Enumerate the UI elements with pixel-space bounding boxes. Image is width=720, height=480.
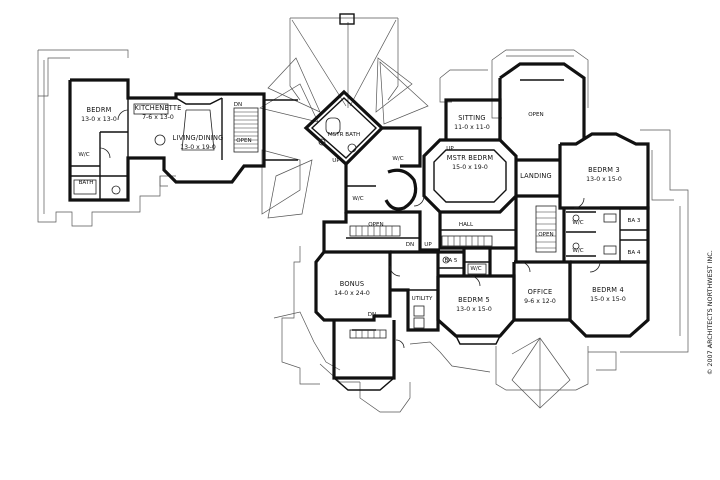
room-bedroom5-dims: 13-0 x 15-0 bbox=[456, 306, 492, 313]
copyright-text: © 2007 ARCHITECTS NORTHWEST INC. bbox=[706, 250, 714, 375]
room-sitting-label: SITTING bbox=[458, 114, 485, 122]
room-bedroom4-label: BEDRM 4 bbox=[592, 286, 624, 294]
room-bonus-dims: 14-0 x 24-0 bbox=[334, 290, 370, 297]
room-utility-label: UTILITY bbox=[412, 296, 433, 302]
room-mstr-bath-label: MSTR BATH bbox=[328, 132, 360, 138]
up-corridor-label: UP bbox=[424, 242, 432, 248]
room-kitchenette-label: KITCHENETTE bbox=[134, 104, 181, 112]
room-kitchenette-dims: 7-6 x 13-0 bbox=[142, 114, 174, 121]
room-living-dining-dims: 13-0 x 19-0 bbox=[180, 144, 216, 151]
wic-west-label: W/C bbox=[78, 152, 89, 158]
exterior-walls bbox=[68, 62, 650, 391]
room-bedroom-west-label: BEDRM bbox=[86, 106, 111, 114]
room-bath-west-label: BATH bbox=[79, 180, 94, 186]
room-hall-label: HALL bbox=[459, 222, 474, 228]
room-mstr-bedroom-label: MSTR BEDRM bbox=[447, 154, 494, 162]
room-bedroom3-dims: 13-0 x 15-0 bbox=[586, 176, 622, 183]
dn-west-label: DN bbox=[234, 102, 243, 108]
open-stair-label: OPEN bbox=[538, 232, 554, 238]
wic-east-north-label: W/C bbox=[572, 220, 583, 226]
room-sitting-dims: 11-0 x 11-0 bbox=[454, 124, 490, 131]
room-labels: BEDRM 13-0 x 13-0 KITCHENETTE 7-6 x 13-0… bbox=[78, 102, 641, 318]
room-bonus-label: BONUS bbox=[340, 280, 365, 288]
wic-hall-label: W/C bbox=[470, 266, 481, 272]
open-west-label: OPEN bbox=[236, 138, 252, 144]
dn-corridor-label: DN bbox=[406, 242, 415, 248]
room-bedroom5-label: BEDRM 5 bbox=[458, 296, 490, 304]
up-mstr-label: UP bbox=[446, 146, 454, 152]
room-ba5-label: BA 5 bbox=[444, 258, 457, 264]
open-north-label: OPEN bbox=[528, 112, 544, 118]
room-bedroom-west-dims: 13-0 x 13-0 bbox=[81, 116, 117, 123]
wic-mstr-north-label: W/C bbox=[392, 156, 403, 162]
room-ba4-label: BA 4 bbox=[627, 250, 640, 256]
wic-mstr-south-label: W/C bbox=[352, 196, 363, 202]
room-bedroom3-label: BEDRM 3 bbox=[588, 166, 620, 174]
room-living-dining-label: LIVING/DINING bbox=[173, 134, 224, 142]
wic-east-south-label: W/C bbox=[572, 248, 583, 254]
room-ba3-label: BA 3 bbox=[627, 218, 640, 224]
room-office-dims: 9-6 x 12-0 bbox=[524, 298, 556, 305]
fixtures bbox=[73, 13, 617, 349]
dn-bonus-label: DN bbox=[368, 312, 377, 318]
open-corridor-label: OPEN bbox=[368, 222, 384, 228]
stairs bbox=[233, 107, 557, 339]
room-landing-label: LANDING bbox=[520, 172, 552, 180]
room-bedroom4-dims: 15-0 x 15-0 bbox=[590, 296, 626, 303]
room-office-label: OFFICE bbox=[528, 288, 553, 296]
up-mstr-bath-label: UP bbox=[332, 158, 340, 164]
roof-outline bbox=[37, 17, 689, 413]
room-mstr-bedroom-dims: 15-0 x 19-0 bbox=[452, 164, 488, 171]
